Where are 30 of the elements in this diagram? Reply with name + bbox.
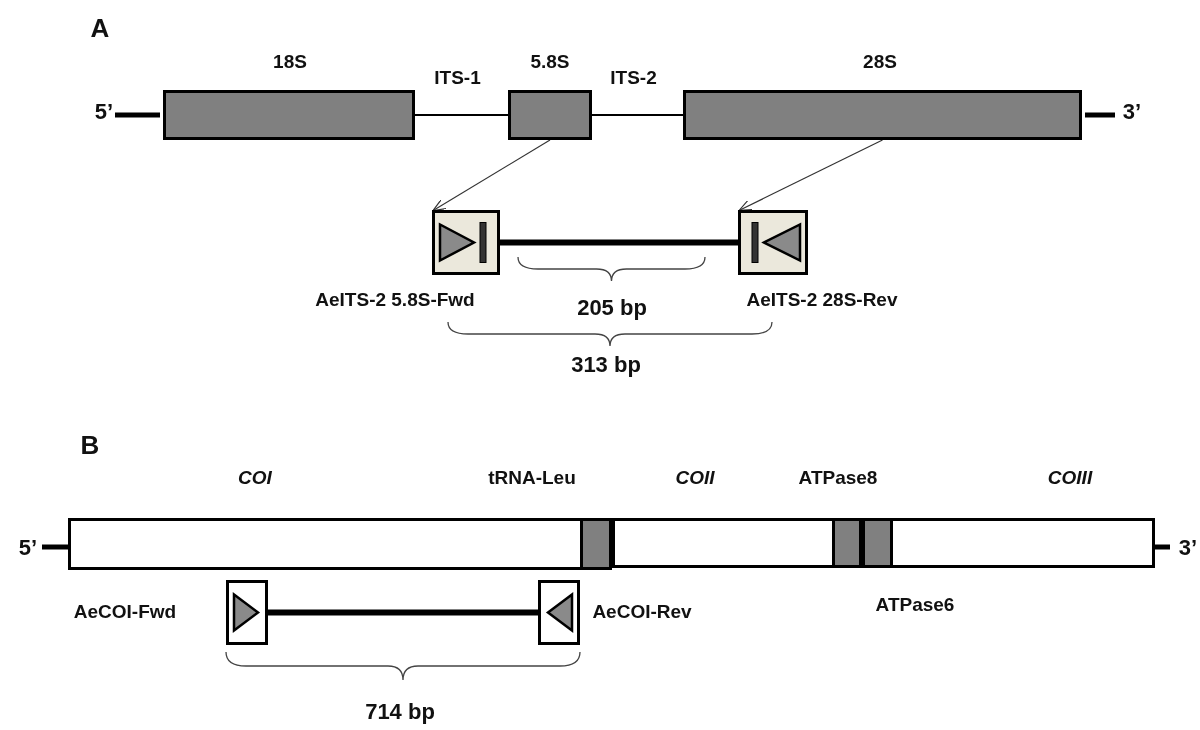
end-label: 5’: [94, 99, 114, 125]
arrow: [738, 139, 884, 212]
end-label: 3’: [1178, 535, 1198, 561]
gene-label: 5.8S: [530, 51, 570, 73]
gene-label: ATPase8: [798, 467, 878, 489]
panel-label: B: [80, 430, 100, 460]
primer-label: AeCOI-Fwd: [73, 601, 177, 623]
amplicon-line: [500, 239, 738, 246]
arrow: [432, 139, 551, 212]
gene-label: ATPase6: [875, 594, 955, 616]
edge-label: ITS-2: [610, 67, 657, 89]
primer-label: AeCOI-Rev: [592, 601, 692, 623]
size-label: 714 bp: [365, 699, 435, 725]
spacer-line: [414, 114, 509, 116]
edge-label: ITS-1: [434, 67, 481, 89]
gene-label: 18S: [273, 51, 307, 73]
size-label: 313 bp: [571, 352, 641, 378]
gene-label: COII: [675, 467, 715, 489]
gene-label: 28S: [863, 51, 897, 73]
gene-label: tRNA-Leu: [488, 467, 576, 489]
gene-label: COIII: [1047, 467, 1093, 489]
primer-label: AeITS-2 5.8S-Fwd: [315, 289, 475, 311]
gene-label: COI: [238, 467, 272, 489]
amplicon-line: [268, 609, 538, 616]
size-label: 205 bp: [577, 295, 647, 321]
panel-label: A: [90, 13, 110, 43]
spacer-line: [591, 114, 684, 116]
primer-label: AeITS-2 28S-Rev: [746, 289, 898, 311]
end-label: 5’: [18, 535, 38, 561]
end-label: 3’: [1122, 99, 1142, 125]
